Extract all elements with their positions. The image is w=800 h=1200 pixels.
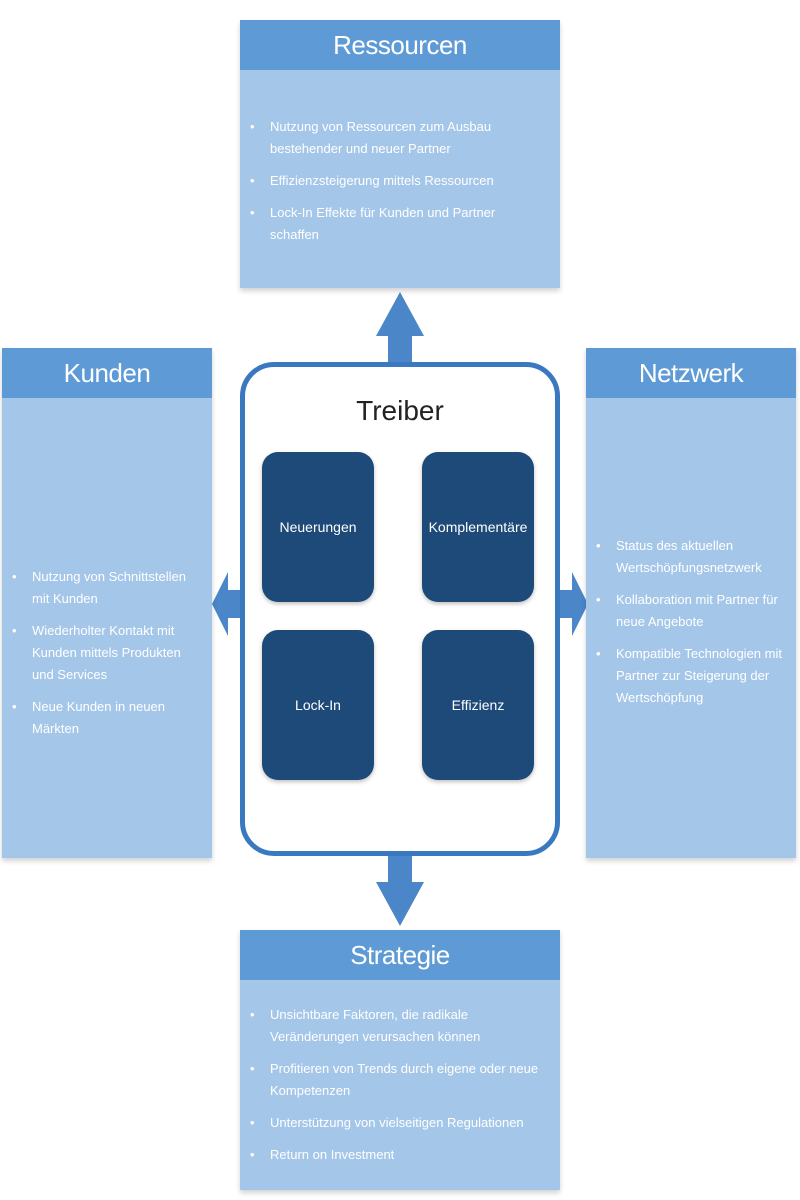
driver-innovations: Neuerungen [262,452,374,602]
driver-lock-in: Lock-In [262,630,374,780]
driver-efficiency: Effizienz [422,630,534,780]
customers-item: Wiederholter Kontakt mit Kunden mittels … [12,620,202,686]
customers-panel: Kunden Nutzung von Schnittstellen mit Ku… [2,348,212,858]
resources-item: Lock-In Effekte für Kunden und Partner s… [250,202,542,246]
arrow-right [556,572,588,636]
resources-item: Nutzung von Ressourcen zum Ausbau besteh… [250,116,542,160]
customers-body: Nutzung von Schnittstellen mit Kunden Wi… [2,566,212,750]
resources-title: Ressourcen [240,20,560,70]
network-item: Kollaboration mit Partner für neue Angeb… [596,589,786,633]
strategy-title: Strategie [240,930,560,980]
resources-list: Nutzung von Ressourcen zum Ausbau besteh… [240,116,560,246]
resources-item: Effizienzsteigerung mittels Ressourcen [250,170,542,192]
driver-complementarities: Komplementäre [422,452,534,602]
network-body: Status des aktuellen Wertschöpfungsnetzw… [586,535,796,719]
strategy-list: Unsichtbare Faktoren, die radikale Verän… [240,1004,560,1166]
customers-item: Neue Kunden in neuen Märkten [12,696,202,740]
strategy-item: Return on Investment [250,1144,542,1166]
arrow-down [376,852,424,926]
customers-list: Nutzung von Schnittstellen mit Kunden Wi… [2,566,212,740]
network-title: Netzwerk [586,348,796,398]
network-panel: Netzwerk Status des aktuellen Wertschöpf… [586,348,796,858]
network-list: Status des aktuellen Wertschöpfungsnetzw… [586,535,796,709]
customers-item: Nutzung von Schnittstellen mit Kunden [12,566,202,610]
strategy-body: Unsichtbare Faktoren, die radikale Verän… [240,1004,560,1176]
resources-panel: Ressourcen Nutzung von Ressourcen zum Au… [240,20,560,288]
arrow-left [212,572,244,636]
strategy-panel: Strategie Unsichtbare Faktoren, die radi… [240,930,560,1190]
customers-title: Kunden [2,348,212,398]
drivers-box: Treiber [240,362,560,856]
strategy-item: Unsichtbare Faktoren, die radikale Verän… [250,1004,542,1048]
strategy-item: Unterstützung von vielseitigen Regulatio… [250,1112,542,1134]
resources-body: Nutzung von Ressourcen zum Ausbau besteh… [240,116,560,256]
arrow-up [376,292,424,366]
network-item: Kompatible Technologien mit Partner zur … [596,643,786,709]
drivers-title: Treiber [356,395,444,426]
network-item: Status des aktuellen Wertschöpfungsnetzw… [596,535,786,579]
strategy-item: Profitieren von Trends durch eigene oder… [250,1058,542,1102]
